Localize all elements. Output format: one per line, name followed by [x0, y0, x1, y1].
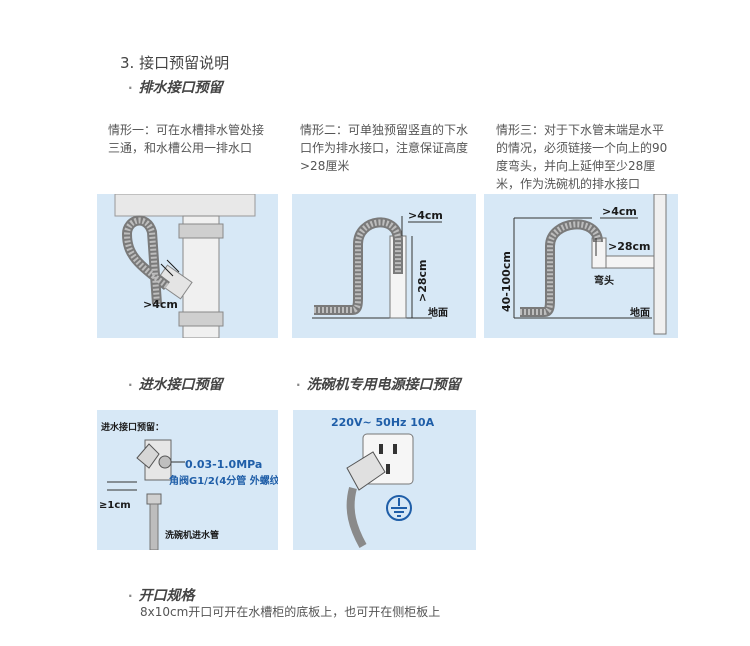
power-spec: 220V~ 50Hz 10A: [331, 416, 435, 429]
case3-gap-label: >4cm: [602, 205, 637, 218]
case3-elbow-label: 弯头: [594, 274, 614, 287]
bullet: ·: [128, 81, 133, 95]
case2-diagram: 地面 >4cm >28cm: [292, 194, 476, 338]
case1-diagram: >4cm: [97, 194, 278, 338]
opening-text: 8x10cm开口可开在水槽柜的底板上，也可开在侧柜板上: [140, 605, 441, 619]
power-title-text: 洗碗机专用电源接口预留: [306, 377, 461, 393]
case1-gap-label: >4cm: [143, 298, 178, 311]
opening-title: · 开口规格: [128, 585, 195, 605]
inlet-pipe-label: 洗碗机进水管: [165, 529, 219, 541]
case3-diagram: 地面 弯头 >4cm >28cm 40-100cm: [484, 194, 678, 338]
power-title: · 洗碗机专用电源接口预留: [296, 374, 461, 394]
bullet: ·: [128, 589, 133, 603]
bullet: ·: [128, 378, 133, 392]
drain-title: · 排水接口预留: [128, 77, 223, 97]
opening-title-text: 开口规格: [138, 588, 195, 604]
inlet-title: · 进水接口预留: [128, 374, 223, 394]
case3-range-label: 40-100cm: [500, 251, 513, 312]
case1-text: 情形一：可在水槽排水管处接三通，和水槽公用一排水口: [108, 123, 265, 155]
inlet-min-height: ≥1cm: [99, 500, 131, 511]
case3-text: 情形三：对于下水管末端是水平的情况，必须链接一个向上的90度弯头，并向上延伸至少…: [496, 123, 668, 191]
inlet-valve-spec: 角阀G1/2(4分管 外螺纹): [169, 474, 278, 487]
case2-floor-label: 地面: [428, 306, 448, 319]
inlet-title-text: 进水接口预留: [138, 377, 223, 393]
power-diagram: 220V~ 50Hz 10A: [293, 410, 476, 550]
case3-height-label: >28cm: [608, 240, 651, 253]
section-heading: 3. 接口预留说明: [120, 54, 230, 72]
drain-title-text: 排水接口预留: [138, 80, 223, 96]
inlet-diagram: 进水接口预留： 0.03-1.0MPa 角阀G1/2(4分管 外螺纹) ≥1cm…: [97, 410, 278, 550]
bullet: ·: [296, 378, 301, 392]
inlet-pressure: 0.03-1.0MPa: [185, 458, 262, 471]
inlet-diagram-title: 进水接口预留：: [101, 421, 164, 433]
case2-height-label: >28cm: [416, 259, 429, 302]
case2-gap-label: >4cm: [408, 209, 443, 222]
case3-floor-label: 地面: [630, 306, 650, 319]
right-fade: [690, 200, 750, 580]
case2-text: 情形二：可单独预留竖直的下水口作为排水接口，注意保证高度>28厘米: [300, 123, 469, 173]
